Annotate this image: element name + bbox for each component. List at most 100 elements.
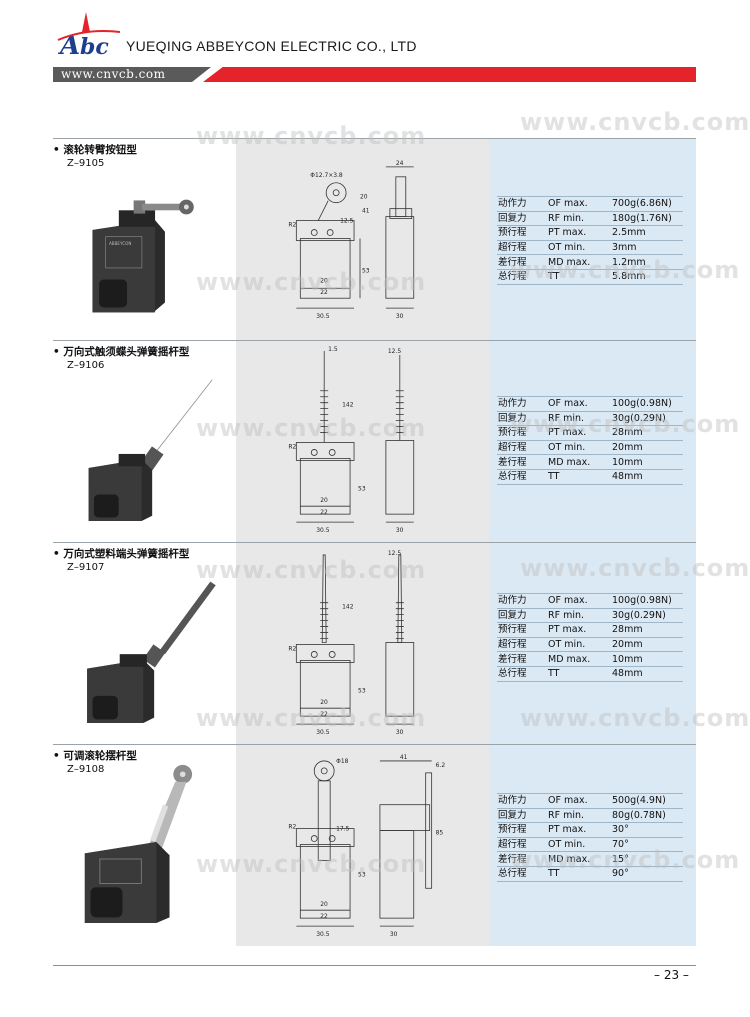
svg-text:Φ12.7×3.8: Φ12.7×3.8 — [310, 172, 343, 179]
svg-text:41: 41 — [362, 208, 370, 215]
svg-text:22: 22 — [320, 509, 328, 516]
svg-text:12.5: 12.5 — [388, 550, 401, 557]
product-photo — [84, 764, 193, 923]
svg-text:41: 41 — [400, 754, 408, 761]
svg-text:24: 24 — [396, 160, 404, 167]
product-photo: ABBEYCON — [92, 199, 194, 313]
svg-text:30: 30 — [390, 931, 398, 938]
dimension-drawing: Φ12.7×3.8 24 20 41 R2 12.5 53 20 22 30.5… — [288, 160, 415, 320]
svg-text:20: 20 — [360, 194, 368, 201]
watermark: www.cnvcb.com — [520, 108, 750, 136]
watermark: www.cnvcb.com — [196, 556, 427, 584]
product-title: • 滚轮转臂按钮型 — [53, 144, 137, 156]
svg-text:30.5: 30.5 — [316, 729, 329, 736]
svg-text:1.5: 1.5 — [328, 346, 338, 353]
product-title: • 万向式触须蝶头弹簧摇杆型 — [53, 346, 190, 358]
product-title: • 可调滚轮摆杆型 — [53, 750, 137, 762]
svg-text:53: 53 — [362, 267, 370, 274]
product-section-z9108: • 可调滚轮摆杆型 Z–9108 Φ18 4 — [53, 744, 696, 946]
watermark: www.cnvcb.com — [196, 414, 427, 442]
svg-text:53: 53 — [358, 485, 366, 492]
watermark: www.cnvcb.com — [510, 846, 741, 874]
website-url: www.cnvcb.com — [61, 67, 166, 81]
product-model: Z–9106 — [67, 360, 105, 371]
svg-text:12.5: 12.5 — [388, 348, 401, 355]
company-name: YUEQING ABBEYCON ELECTRIC CO., LTD — [126, 38, 417, 54]
watermark: www.cnvcb.com — [196, 122, 427, 150]
svg-text:20: 20 — [320, 497, 328, 504]
watermark: www.cnvcb.com — [196, 268, 427, 296]
watermark: www.cnvcb.com — [520, 704, 750, 732]
watermark: www.cnvcb.com — [520, 554, 750, 582]
product-photo — [88, 379, 213, 521]
dimension-drawing: Φ18 41 6.2 R2 17.5 53 85 20 22 30.5 30 — [288, 754, 446, 938]
svg-text:85: 85 — [436, 830, 444, 837]
svg-text:22: 22 — [320, 711, 328, 718]
company-logo: A bc — [57, 12, 121, 60]
svg-text:142: 142 — [342, 402, 354, 409]
watermark: www.cnvcb.com — [510, 410, 741, 438]
svg-text:30: 30 — [396, 313, 404, 320]
dimension-drawing: 12.5 142 R2 53 20 22 30.5 30 — [288, 550, 415, 736]
svg-text:6.2: 6.2 — [436, 762, 446, 769]
product-section-z9106: • 万向式触须蝶头弹簧摇杆型 Z–9106 1.5 12.5 142 — [53, 340, 696, 542]
svg-text:30: 30 — [396, 729, 404, 736]
svg-text:30.5: 30.5 — [316, 313, 329, 320]
footer-divider — [53, 965, 696, 966]
svg-text:R2: R2 — [288, 824, 296, 831]
svg-text:20: 20 — [320, 277, 328, 284]
product-section-z9105: • 滚轮转臂按钮型 Z–9105 ABBEYCON — [53, 138, 696, 340]
watermark: www.cnvcb.com — [196, 850, 427, 878]
svg-text:20: 20 — [320, 901, 328, 908]
product-model: Z–9105 — [67, 158, 105, 169]
svg-text:Φ18: Φ18 — [336, 758, 348, 765]
svg-text:R2: R2 — [288, 222, 296, 229]
svg-text:22: 22 — [320, 289, 328, 296]
svg-text:R2: R2 — [288, 443, 296, 450]
svg-text:12.5: 12.5 — [340, 218, 353, 225]
product-section-z9107: • 万向式塑料端头弹簧摇杆型 Z–9107 12.5 142 R2 — [53, 542, 696, 744]
svg-text:20: 20 — [320, 699, 328, 706]
svg-text:R2: R2 — [288, 645, 296, 652]
header-band — [53, 67, 696, 82]
product-photo — [87, 581, 216, 723]
svg-text:30.5: 30.5 — [316, 931, 329, 938]
page-number: – 23 – — [654, 968, 689, 982]
svg-text:ABBEYCON: ABBEYCON — [109, 241, 132, 246]
svg-text:30: 30 — [396, 527, 404, 534]
watermark: www.cnvcb.com — [510, 256, 741, 284]
product-model: Z–9108 — [67, 764, 105, 775]
svg-text:17.5: 17.5 — [336, 826, 349, 833]
dimension-drawing: 1.5 12.5 142 R2 53 20 22 30.5 30 — [288, 346, 415, 534]
svg-text:bc: bc — [80, 34, 109, 60]
svg-text:142: 142 — [342, 604, 354, 611]
svg-text:53: 53 — [358, 687, 366, 694]
